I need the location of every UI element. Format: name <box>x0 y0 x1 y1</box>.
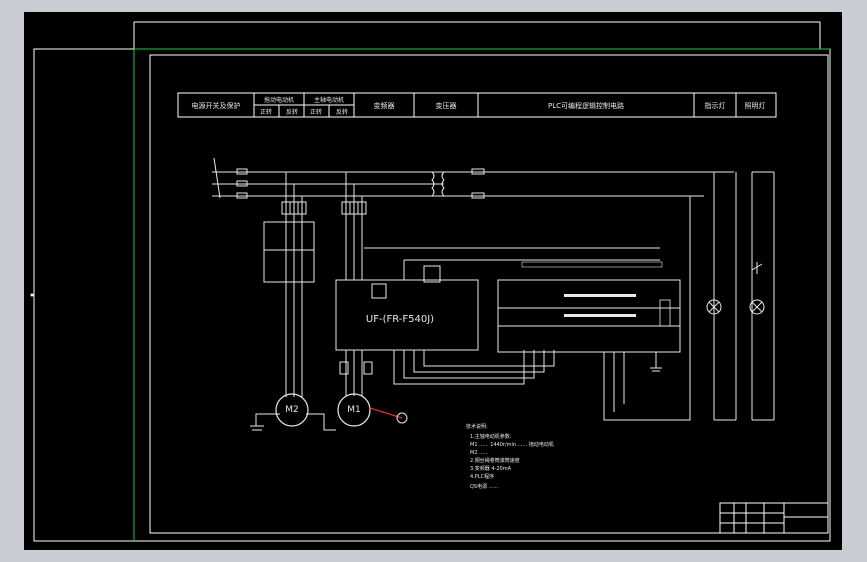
svg-text:变压器: 变压器 <box>436 101 457 110</box>
svg-text:PLC可编程逻辑控制电路: PLC可编程逻辑控制电路 <box>548 101 624 110</box>
wiring <box>212 157 775 431</box>
svg-text:正转: 正转 <box>260 108 272 116</box>
plc-terminals <box>521 261 671 327</box>
svg-text:2.钢丝绳卷筒滚筒速度: 2.钢丝绳卷筒滚筒速度 <box>470 457 520 464</box>
svg-text:拖动电动机: 拖动电动机 <box>264 96 294 104</box>
svg-text:指示灯: 指示灯 <box>705 101 726 110</box>
svg-text:1.主轴电动机参数:: 1.主轴电动机参数: <box>470 433 512 440</box>
inverter-label: UF-(FR-F540J) <box>366 314 434 325</box>
svg-text:正转: 正转 <box>310 108 322 116</box>
inner-frame <box>149 54 829 534</box>
motor-m2 <box>275 393 309 427</box>
svg-text:主轴电动机: 主轴电动机 <box>314 96 344 104</box>
cad-drawing-viewport[interactable]: 电源开关及保护 拖动电动机 主轴电动机 正转 反转 正转 反转 变频器 变压器 … <box>24 12 842 550</box>
svg-text:4.PLC程序: 4.PLC程序 <box>470 473 494 480</box>
inverter-box <box>335 279 479 351</box>
svg-text:QS电源 ......: QS电源 ...... <box>470 483 499 490</box>
svg-text:变频器: 变频器 <box>374 101 395 110</box>
technical-notes: 技术说明: 1.主轴电动机参数: M1 ...... 1440r/min ...… <box>466 423 554 490</box>
header-table <box>177 92 777 118</box>
svg-text:反转: 反转 <box>336 108 348 116</box>
svg-text:反转: 反转 <box>286 108 298 116</box>
svg-text:技术说明:: 技术说明: <box>466 423 488 430</box>
svg-text:M2 ......: M2 ...... <box>470 450 489 456</box>
plc-box <box>497 279 681 353</box>
title-block <box>719 502 829 534</box>
electrical-schematic: 电源开关及保护 拖动电动机 主轴电动机 正转 反转 正转 反转 变频器 变压器 … <box>30 21 831 542</box>
header-power-switch: 电源开关及保护 <box>192 101 241 110</box>
outer-frame <box>33 48 831 542</box>
motor-m2-label: M2 <box>285 405 299 415</box>
svg-text:照明灯: 照明灯 <box>745 101 766 110</box>
motor-m1-label: M1 <box>347 405 361 415</box>
motor-m1 <box>337 393 371 427</box>
svg-text:M1 ...... 1440r/min ...... 拖动电: M1 ...... 1440r/min ...... 拖动电动机 <box>470 441 554 448</box>
svg-text:3.变频器 4-20mA: 3.变频器 4-20mA <box>470 465 512 472</box>
